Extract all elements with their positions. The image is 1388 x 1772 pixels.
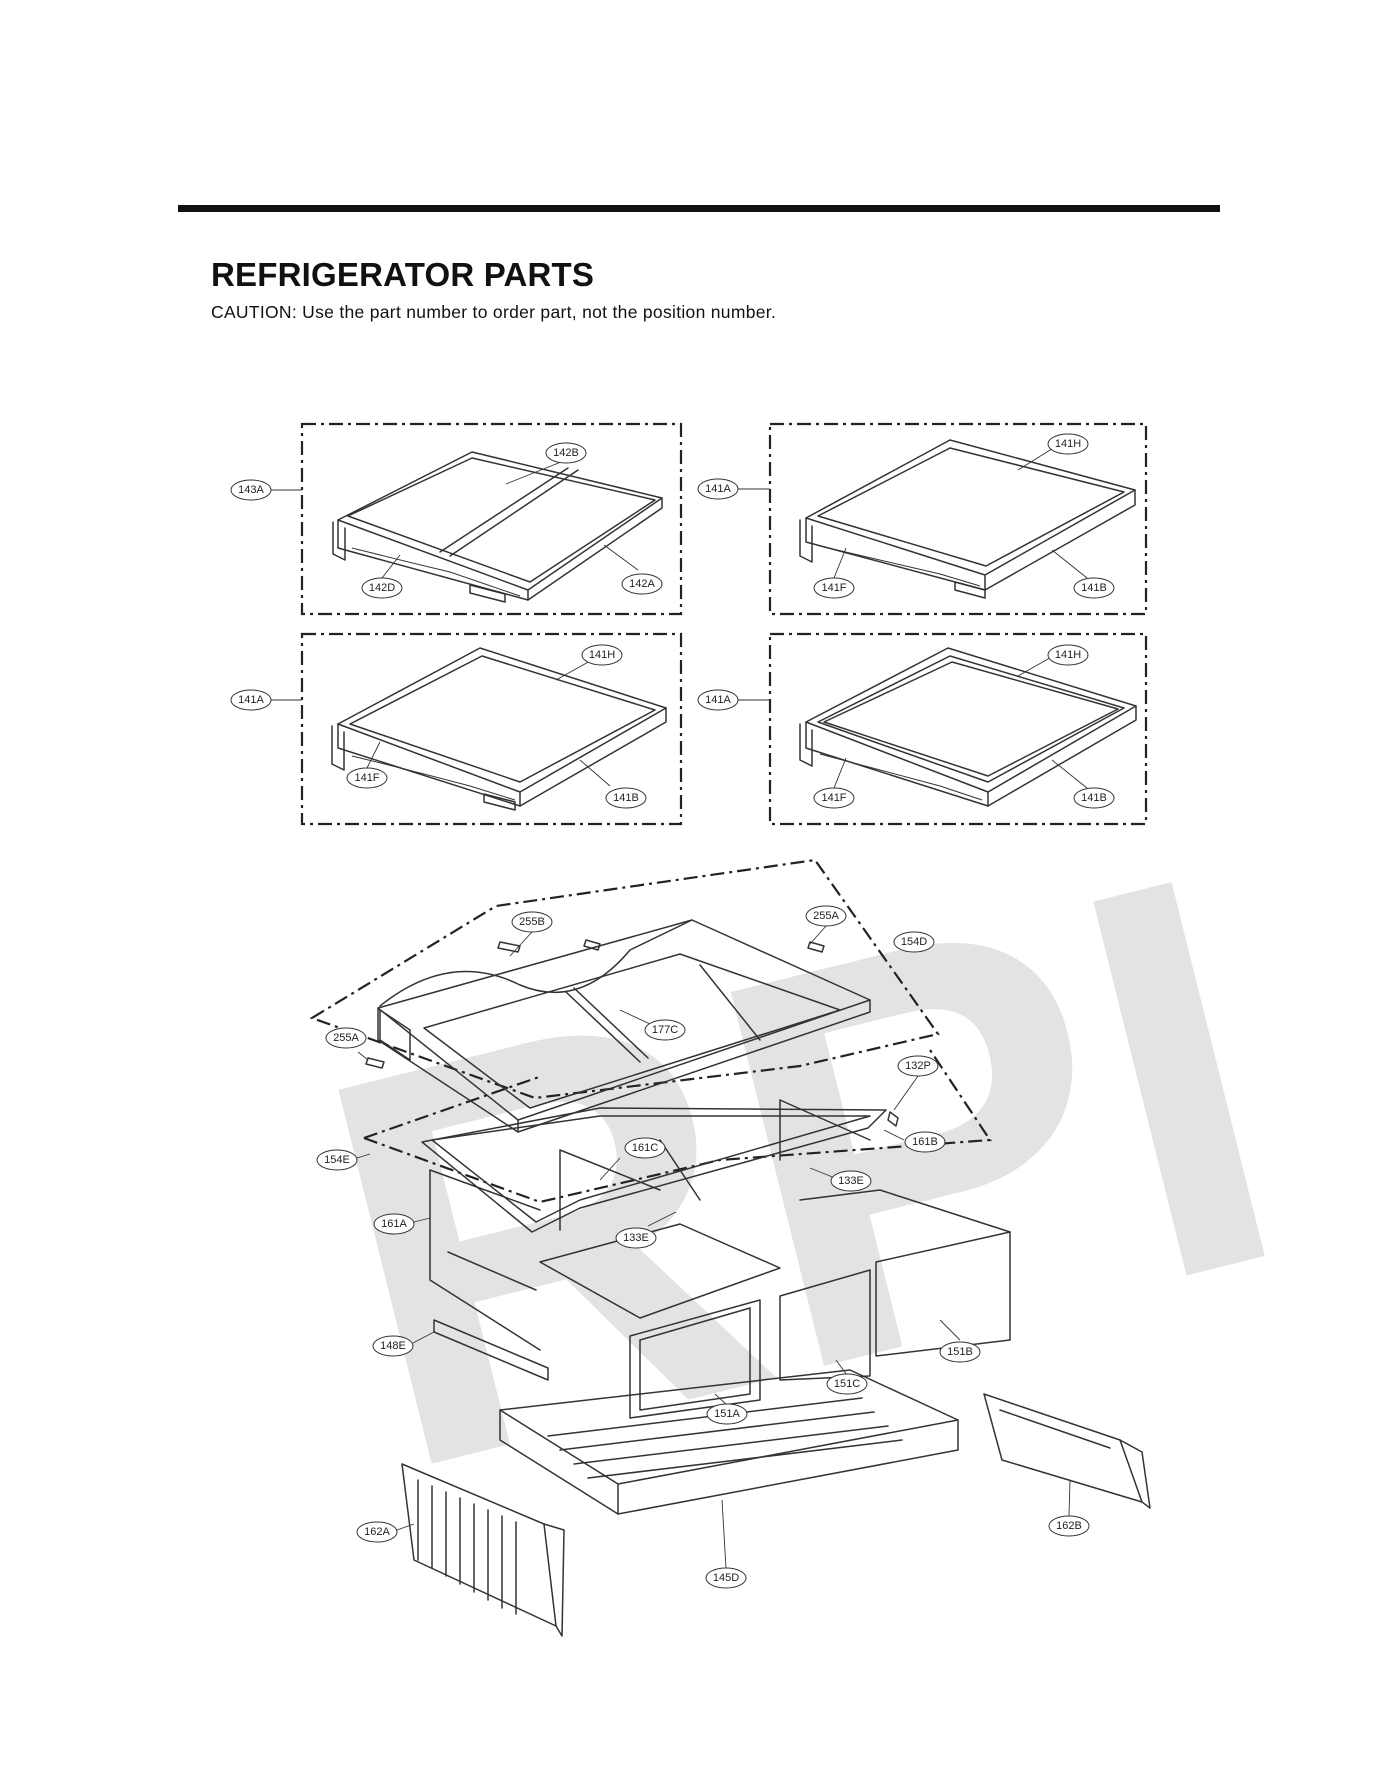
callout-141A-3: 141A (697, 689, 739, 711)
svg-text:141H: 141H (1055, 649, 1081, 661)
svg-text:161C: 161C (632, 1142, 658, 1154)
svg-text:154E: 154E (324, 1154, 350, 1166)
callout-141H-2: 141H (581, 644, 623, 666)
callout-161B: 161B (904, 1131, 946, 1153)
svg-text:142D: 142D (369, 582, 395, 594)
callout-141A-1: 141A (697, 478, 739, 500)
svg-text:255A: 255A (813, 910, 839, 922)
svg-text:148E: 148E (380, 1340, 406, 1352)
svg-text:162A: 162A (364, 1526, 390, 1538)
callout-154E: 154E (316, 1149, 358, 1171)
svg-text:154D: 154D (901, 936, 927, 948)
svg-text:161A: 161A (381, 1218, 407, 1230)
callout-161C: 161C (624, 1137, 666, 1159)
callout-141F-1: 141F (813, 577, 855, 599)
svg-text:142A: 142A (629, 578, 655, 590)
svg-text:132P: 132P (905, 1060, 931, 1072)
svg-text:141H: 141H (1055, 438, 1081, 450)
callout-132P: 132P (897, 1055, 939, 1077)
svg-text:141F: 141F (354, 772, 379, 784)
svg-text:255B: 255B (519, 916, 545, 928)
svg-text:145D: 145D (713, 1572, 739, 1584)
callout-151B: 151B (939, 1341, 981, 1363)
callout-177C: 177C (644, 1019, 686, 1041)
callout-145D: 145D (705, 1567, 747, 1589)
svg-text:177C: 177C (652, 1024, 678, 1036)
panel-shelf-141A-left (300, 632, 683, 826)
svg-text:133E: 133E (838, 1175, 864, 1187)
panel-shelf-141A-right (768, 632, 1148, 826)
leader-lines (271, 446, 1088, 1569)
callout-151A: 151A (706, 1403, 748, 1425)
svg-text:141H: 141H (589, 649, 615, 661)
callout-141A-2: 141A (230, 689, 272, 711)
callout-133E-2: 133E (615, 1227, 657, 1249)
callout-141B-3: 141B (1073, 787, 1115, 809)
callout-162B: 162B (1048, 1515, 1090, 1537)
callout-133E-1: 133E (830, 1170, 872, 1192)
callout-143A: 143A (230, 479, 272, 501)
callout-162A: 162A (356, 1521, 398, 1543)
panel-shelf-143A (300, 422, 683, 616)
callout-255A-1: 255A (805, 905, 847, 927)
callout-142A: 142A (621, 573, 663, 595)
svg-text:151C: 151C (834, 1378, 860, 1390)
svg-text:141B: 141B (613, 792, 639, 804)
callout-141H-1: 141H (1047, 433, 1089, 455)
callout-141F-2: 141F (346, 767, 388, 789)
svg-text:141A: 141A (705, 694, 731, 706)
callout-255A-2: 255A (325, 1027, 367, 1049)
svg-text:151A: 151A (714, 1408, 740, 1420)
callout-151C: 151C (826, 1373, 868, 1395)
svg-text:141F: 141F (821, 582, 846, 594)
header-rule (178, 205, 1220, 212)
page-title: REFRIGERATOR PARTS (211, 256, 595, 293)
callout-141B-2: 141B (605, 787, 647, 809)
callout-141F-3: 141F (813, 787, 855, 809)
svg-text:133E: 133E (623, 1232, 649, 1244)
panel-shelf-141A-top (768, 422, 1148, 616)
callout-161A: 161A (373, 1213, 415, 1235)
svg-text:143A: 143A (238, 484, 264, 496)
callout-148E: 148E (372, 1335, 414, 1357)
svg-text:141A: 141A (238, 694, 264, 706)
callout-255B: 255B (511, 911, 553, 933)
svg-text:141B: 141B (1081, 582, 1107, 594)
callout-141B-1: 141B (1073, 577, 1115, 599)
watermark: RPI (273, 755, 1330, 1588)
callout-154D: 154D (893, 931, 935, 953)
svg-text:255A: 255A (333, 1032, 359, 1044)
caution-note: CAUTION: Use the part number to order pa… (211, 302, 777, 322)
svg-text:162B: 162B (1056, 1520, 1082, 1532)
callout-142B: 142B (545, 442, 587, 464)
svg-text:141A: 141A (705, 483, 731, 495)
callout-142D: 142D (361, 577, 403, 599)
crisper-assembly (309, 858, 1151, 1637)
svg-text:141F: 141F (821, 792, 846, 804)
callout-141H-3: 141H (1047, 644, 1089, 666)
svg-text:141B: 141B (1081, 792, 1107, 804)
svg-text:151B: 151B (947, 1346, 973, 1358)
svg-text:142B: 142B (553, 447, 579, 459)
svg-text:161B: 161B (912, 1136, 938, 1148)
